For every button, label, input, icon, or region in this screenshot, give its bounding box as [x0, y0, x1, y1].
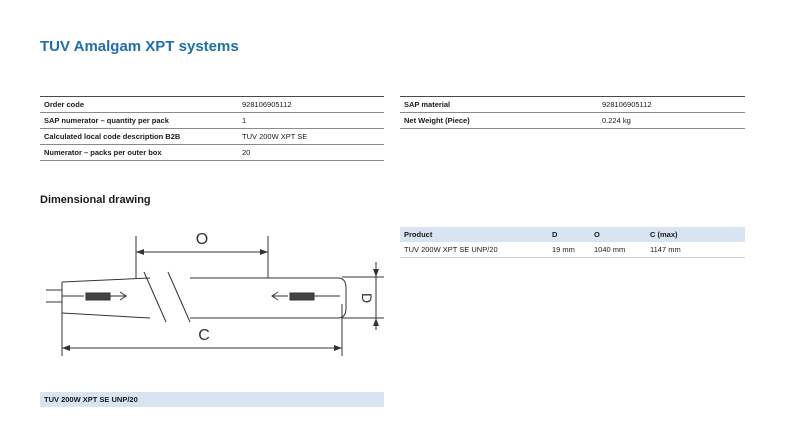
spec-label: Numerator – packs per outer box: [40, 144, 238, 161]
spec-table-right: SAP material 928106905112 Net Weight (Pi…: [400, 96, 745, 129]
spec-value: 1: [238, 112, 384, 129]
spec-label: Net Weight (Piece): [400, 112, 598, 129]
spec-label: Order code: [40, 96, 238, 113]
d-arrow-bottom: [373, 318, 379, 326]
cell-product: TUV 200W XPT SE UNP/20: [400, 242, 548, 258]
spec-row: Order code 928106905112: [40, 96, 384, 113]
break-line-right: [167, 271, 191, 323]
spec-row: Net Weight (Piece) 0.224 kg: [400, 112, 745, 129]
o-arrow-left: [136, 249, 144, 255]
break-line-left: [143, 271, 167, 323]
lamp-end-right: [337, 277, 347, 319]
header-c-max: C (max): [646, 227, 745, 242]
dimensional-drawing: O C D: [46, 231, 384, 356]
header-product: Product: [400, 227, 548, 242]
spec-label: Calculated local code description B2B: [40, 128, 238, 145]
spec-label: SAP material: [400, 96, 598, 113]
lamp-outline-top-left: [61, 277, 151, 283]
electrode-left: [85, 292, 111, 301]
spec-table-left: Order code 928106905112 SAP numerator – …: [40, 96, 384, 161]
dimensions-table: Product D O C (max) TUV 200W XPT SE UNP/…: [400, 227, 745, 258]
cell-c-max: 1147 mm: [646, 242, 745, 258]
electrode-arrow-right: [271, 291, 288, 301]
d-label: D: [359, 293, 375, 303]
c-arrow-left: [62, 345, 70, 351]
o-arrow-right: [260, 249, 268, 255]
electrode-right: [289, 292, 315, 301]
cell-d: 19 mm: [548, 242, 590, 258]
header-o: O: [590, 227, 646, 242]
spec-value: 928106905112: [598, 96, 745, 113]
spec-value: 928106905112: [238, 96, 384, 113]
dimensions-header-row: Product D O C (max): [400, 227, 745, 242]
cell-o: 1040 mm: [590, 242, 646, 258]
d-arrow-top: [373, 269, 379, 277]
drawing-caption: TUV 200W XPT SE UNP/20: [40, 392, 384, 407]
c-arrow-right: [334, 345, 342, 351]
table-row: TUV 200W XPT SE UNP/20 19 mm 1040 mm 114…: [400, 242, 745, 258]
spec-row: Calculated local code description B2B TU…: [40, 128, 384, 145]
spec-row: Numerator – packs per outer box 20: [40, 144, 384, 161]
spec-label: SAP numerator – quantity per pack: [40, 112, 238, 129]
spec-row: SAP material 928106905112: [400, 96, 745, 113]
dimensional-drawing-heading: Dimensional drawing: [40, 194, 151, 206]
spec-value: 0.224 kg: [598, 112, 745, 129]
c-label: C: [198, 327, 210, 344]
electrode-arrow-left: [110, 291, 127, 301]
spec-value: TUV 200W XPT SE: [238, 128, 384, 145]
o-label: O: [196, 231, 208, 248]
spec-row: SAP numerator – quantity per pack 1: [40, 112, 384, 129]
spec-value: 20: [238, 144, 384, 161]
header-d: D: [548, 227, 590, 242]
page-title: TUV Amalgam XPT systems: [40, 38, 239, 55]
lamp-outline-bottom-left: [61, 312, 151, 319]
